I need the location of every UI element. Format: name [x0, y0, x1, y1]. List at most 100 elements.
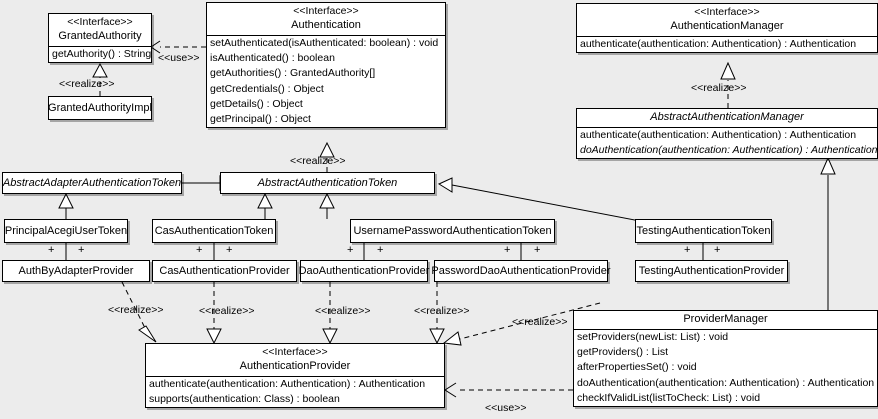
edge-realize-provider-manager — [455, 302, 601, 341]
class-name: PrincipalAcegiUserToken — [4, 224, 128, 237]
class-name: DaoAuthenticationProvider — [298, 264, 430, 277]
class-authentication-provider[interactable]: <<Interface>> AuthenticationProvider aut… — [145, 343, 445, 409]
class-members: getAuthority() : String — [49, 46, 151, 62]
stereotype-interface: <<Interface>> — [67, 16, 133, 28]
arrowhead-realize-password-dao-provider — [429, 328, 445, 345]
arrowhead-realize-granted-authority — [92, 62, 108, 78]
edge-label-realize-dao-provider: <<realize>> — [315, 305, 371, 317]
class-auth-by-adapter-provider[interactable]: AuthByAdapterProvider — [2, 260, 150, 282]
class-name: GrantedAuthorityImpl — [48, 101, 152, 114]
class-name: AbstractAuthenticationToken — [257, 176, 398, 189]
assoc-plus-username-password-4: + — [534, 244, 541, 256]
arrow-use-provider-manager — [444, 382, 457, 398]
class-name: AuthenticationProvider — [239, 360, 351, 372]
stereotype-interface: <<Interface>> — [293, 5, 359, 17]
member-get-principal: getPrincipal() : Object — [210, 113, 311, 126]
class-testing-authentication-provider[interactable]: TestingAuthenticationProvider — [635, 260, 788, 282]
class-header: ProviderManager — [574, 311, 877, 329]
edge-label-realize-cas-provider: <<realize>> — [199, 305, 255, 317]
arrowhead-generalize-cas-token — [257, 192, 273, 209]
assoc-plus-testing-right: + — [714, 244, 721, 256]
class-name: TestingAuthenticationProvider — [638, 264, 785, 277]
member-get-credentials: getCredentials() : Object — [210, 82, 324, 95]
edge-generalize-testing-token — [451, 184, 641, 222]
assoc-plus-principal-acegi-left: + — [48, 244, 55, 256]
member-get-providers: getProviders() : List — [577, 346, 669, 359]
class-name: AuthByAdapterProvider — [18, 264, 134, 277]
arrowhead-realize-cas-provider — [206, 328, 222, 345]
arrowhead-realize-dao-provider — [322, 328, 338, 345]
class-dao-authentication-provider[interactable]: DaoAuthenticationProvider — [299, 260, 429, 282]
member-authenticate: authenticate(authentication: Authenticat… — [149, 378, 426, 390]
arrowhead-realize-provider-manager-iface — [442, 331, 462, 346]
class-name: CasAuthenticationToken — [154, 224, 274, 237]
class-authentication-manager[interactable]: <<Interface>> AuthenticationManager auth… — [576, 3, 878, 54]
arrowhead-generalize-provider-manager — [820, 156, 836, 175]
class-name: CasAuthenticationProvider — [159, 264, 290, 277]
class-header: AbstractAuthenticationManager — [577, 109, 877, 127]
class-members: authenticate(authentication: Authenticat… — [577, 36, 877, 52]
assoc-plus-username-password-2: + — [377, 244, 384, 256]
arrowhead-generalize-principal-acegi — [58, 192, 74, 209]
class-abstract-authentication-manager[interactable]: AbstractAuthenticationManager authentica… — [576, 108, 878, 160]
member-authenticate: authenticate(authentication: Authenticat… — [580, 38, 857, 50]
class-members: setProviders(newList: List) : void getPr… — [574, 329, 877, 406]
assoc-plus-username-password-3: + — [504, 244, 511, 256]
assoc-plus-cas-token-right: + — [226, 244, 233, 256]
class-name: AbstractAdapterAuthenticationToken — [2, 176, 182, 189]
edge-label-use-provider-manager: <<use>> — [485, 402, 527, 414]
assoc-plus-testing-left: + — [684, 244, 691, 256]
class-granted-authority[interactable]: <<Interface>> GrantedAuthority getAuthor… — [48, 13, 152, 64]
class-cas-authentication-token[interactable]: CasAuthenticationToken — [152, 219, 276, 243]
class-name: TestingAuthenticationToken — [636, 224, 771, 237]
class-header: <<Interface>> Authentication — [207, 3, 445, 35]
class-abstract-adapter-authentication-token[interactable]: AbstractAdapterAuthenticationToken — [2, 172, 182, 194]
arrowhead-realize-authentication — [319, 141, 335, 158]
class-name: AuthenticationManager — [670, 20, 784, 32]
member-is-authenticated: isAuthenticated() : boolean — [210, 52, 335, 65]
member-check-if-valid-list: checkIfValidList(listToCheck: List) : vo… — [577, 391, 761, 404]
class-provider-manager[interactable]: ProviderManager setProviders(newList: Li… — [573, 310, 878, 408]
class-testing-authentication-token[interactable]: TestingAuthenticationToken — [635, 219, 772, 243]
member-set-providers: setProviders(newList: List) : void — [577, 331, 729, 343]
member-do-authentication: doAuthentication(authentication: Authent… — [577, 376, 875, 389]
class-members: setAuthenticated(isAuthenticated: boolea… — [207, 35, 445, 127]
class-cas-authentication-provider[interactable]: CasAuthenticationProvider — [152, 260, 297, 282]
member-get-details: getDetails() : Object — [210, 97, 303, 110]
class-header: <<Interface>> AuthenticationProvider — [146, 344, 444, 376]
edge-label-realize-provider-manager: <<realize>> — [512, 316, 568, 328]
class-members: authenticate(authentication: Authenticat… — [146, 376, 444, 407]
arrowhead-realize-auth-by-adapter — [138, 325, 157, 343]
class-principal-acegi-user-token[interactable]: PrincipalAcegiUserToken — [4, 219, 128, 243]
class-authentication[interactable]: <<Interface>> Authentication setAuthenti… — [206, 2, 446, 129]
class-name: AbstractAuthenticationManager — [650, 111, 804, 123]
edge-label-realize-password-dao-provider: <<realize>> — [414, 305, 470, 317]
assoc-plus-cas-token-left: + — [196, 244, 203, 256]
class-header: <<Interface>> AuthenticationManager — [577, 4, 877, 36]
member-after-properties-set: afterPropertiesSet() : void — [577, 361, 697, 374]
edge-label-realize-abstract-authentication-manager: <<realize>> — [691, 82, 747, 94]
class-name: GrantedAuthority — [58, 30, 142, 42]
class-name: UsernamePasswordAuthenticationToken — [353, 224, 552, 237]
class-granted-authority-impl[interactable]: GrantedAuthorityImpl — [48, 96, 152, 120]
class-username-password-authentication-token[interactable]: UsernamePasswordAuthenticationToken — [350, 219, 555, 243]
class-header: <<Interface>> GrantedAuthority — [49, 14, 151, 46]
class-password-dao-authentication-provider[interactable]: PasswordDaoAuthenticationProvider — [431, 260, 611, 282]
member-get-authorities: getAuthorities() : GrantedAuthority[] — [210, 67, 376, 80]
member-set-authenticated: setAuthenticated(isAuthenticated: boolea… — [210, 37, 439, 49]
edge-label-realize-auth-by-adapter: <<realize>> — [108, 304, 164, 316]
assoc-plus-username-password-1: + — [347, 244, 354, 256]
member-do-authentication: doAuthentication(authentication: Authent… — [580, 144, 878, 157]
arrowhead-realize-authentication-manager — [720, 61, 736, 80]
member-get-authority: getAuthority() : String — [52, 48, 152, 60]
class-abstract-authentication-token[interactable]: AbstractAuthenticationToken — [220, 172, 435, 194]
stereotype-interface: <<Interface>> — [262, 346, 328, 358]
class-name: ProviderManager — [683, 313, 768, 325]
class-members: authenticate(authentication: Authenticat… — [577, 127, 878, 158]
class-name: Authentication — [291, 19, 361, 31]
class-name: PasswordDaoAuthenticationProvider — [431, 264, 611, 277]
edge-label-realize-granted-authority-impl: <<realize>> — [59, 78, 115, 90]
edge-label-realize-abstract-authentication-token: <<realize>> — [290, 155, 346, 167]
arrowhead-generalize-username-password-token — [319, 192, 335, 209]
